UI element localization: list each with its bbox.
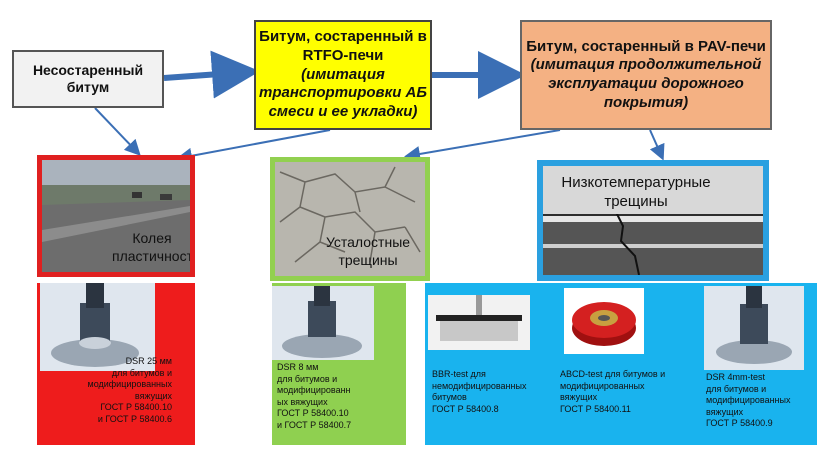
pav-subtitle: (имитация продолжительной эксплуатации д… (530, 56, 762, 111)
rtfo-aged-box: Битум, состаренный в RTFO-печи (имитация… (254, 20, 432, 130)
unaged-bitumen-box: Несостаренный битум (12, 50, 164, 108)
unaged-bitumen-label: Несостаренный битум (32, 61, 144, 96)
dsr8-instrument-image (272, 286, 374, 360)
road-photo (42, 160, 190, 272)
rtfo-subtitle: (имитация транспортировки АБ смеси и ее … (258, 65, 427, 121)
fatigue-label: Усталостные трещины (325, 234, 411, 268)
pav-aged-box: Битум, состаренный в PAV-печи (имитация … (520, 20, 772, 130)
abcd-caption: ABCD-test для битумов и модифицированных… (560, 369, 666, 414)
arrow-unaged-to-rtfo (163, 50, 260, 99)
arrow-rtfo-to-rutting (176, 129, 331, 164)
dsr8-caption: DSR 8 мм для битумов и модифицированн ых… (277, 362, 352, 430)
transverse-crack-photo (543, 166, 763, 275)
dsr25-caption: DSR 25 мм для битумов и модифицированных… (87, 356, 173, 424)
bbr-diagram-image (428, 295, 530, 350)
dsr4-caption: DSR 4mm-test для битумов и модифицирован… (706, 372, 791, 429)
cracked-asphalt-photo (275, 162, 425, 276)
lowtemp-label: Низкотемпературные трещины (561, 174, 711, 210)
fatigue-photo-panel: Усталостные трещины (270, 157, 430, 281)
rutting-photo-panel: Колея пластичности (37, 155, 195, 277)
bbr-caption: BBR-test для немодифицированных битумов … (432, 369, 527, 414)
rtfo-title: Битум, состаренный в RTFO-печи (259, 28, 427, 64)
dsr4-instrument-image (704, 286, 804, 370)
dsr25-instrument-image (40, 283, 155, 371)
rutting-label: Колея пластичности (112, 230, 195, 264)
arrow-unaged-to-rutting (94, 107, 141, 156)
arrow-pav-to-lowtemp (649, 129, 665, 161)
abcd-ring-image (564, 288, 644, 354)
pav-title: Битум, состаренный в PAV-печи (526, 37, 766, 55)
arrow-pav-to-fatigue (404, 129, 561, 162)
lowtemp-photo-panel: Низкотемпературные трещины (537, 160, 769, 281)
